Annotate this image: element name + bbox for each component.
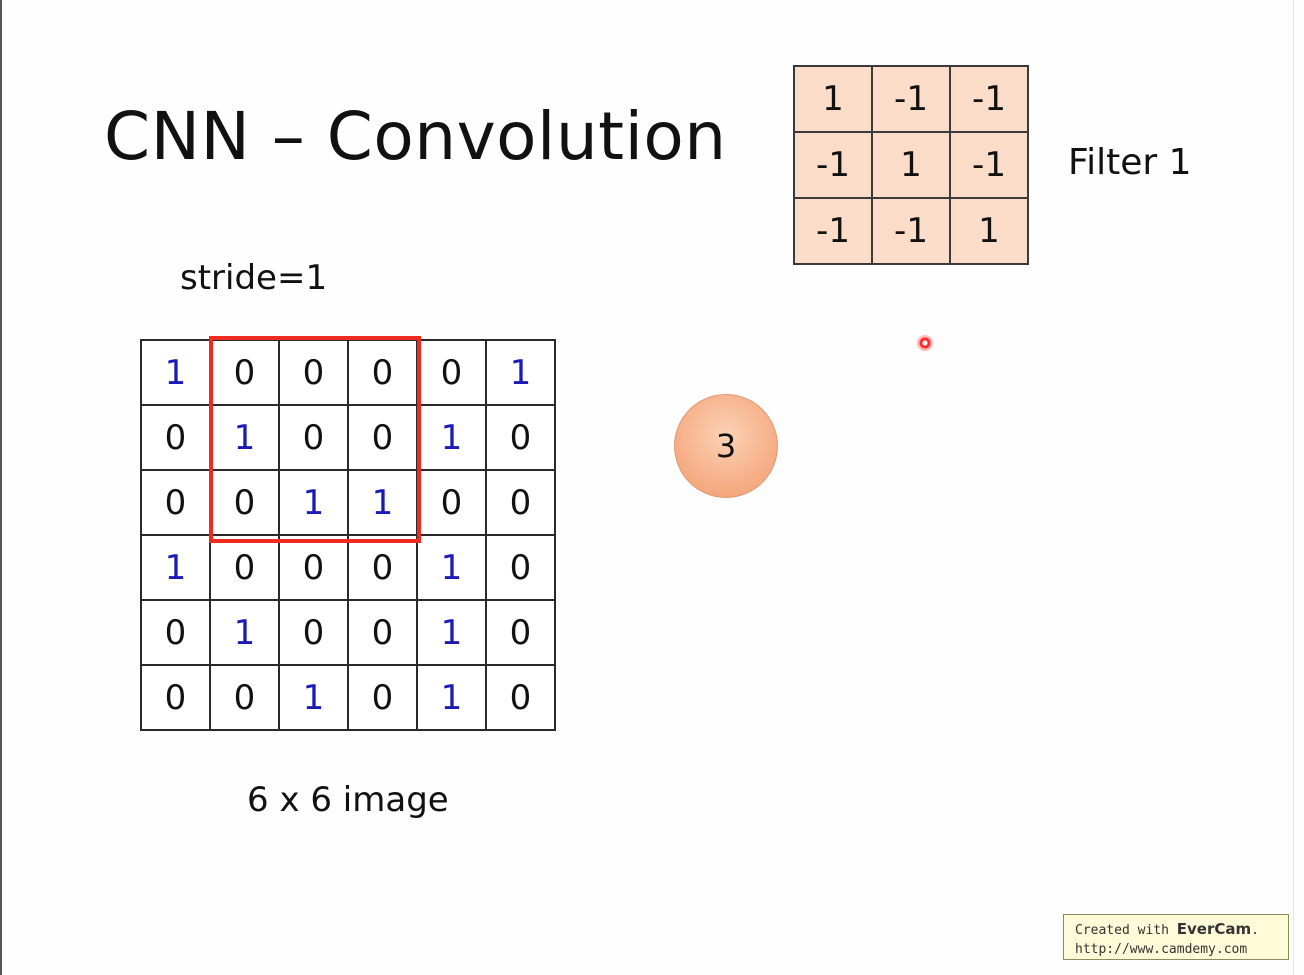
watermark-badge: Created with EverCam. http://www.camdemy… bbox=[1063, 914, 1289, 960]
image-label: 6 x 6 image bbox=[247, 780, 449, 820]
image-cell: 0 bbox=[140, 469, 211, 536]
image-cell: 1 bbox=[209, 404, 280, 471]
filter-label: Filter 1 bbox=[1068, 142, 1192, 183]
watermark-prefix: Created with bbox=[1075, 923, 1177, 938]
image-cell: 1 bbox=[140, 339, 211, 406]
image-cell: 0 bbox=[140, 599, 211, 666]
image-cell: 0 bbox=[485, 599, 556, 666]
image-cell: 1 bbox=[416, 664, 487, 731]
filter-cell: 1 bbox=[793, 65, 873, 133]
image-cell: 0 bbox=[347, 339, 418, 406]
image-cell: 0 bbox=[347, 404, 418, 471]
image-cell: 0 bbox=[416, 469, 487, 536]
image-cell: 0 bbox=[485, 404, 556, 471]
slide-title: CNN – Convolution bbox=[104, 98, 727, 175]
image-cell: 0 bbox=[485, 469, 556, 536]
image-cell: 0 bbox=[485, 534, 556, 601]
image-cell: 0 bbox=[485, 664, 556, 731]
image-cell: 0 bbox=[209, 534, 280, 601]
image-cell: 0 bbox=[209, 469, 280, 536]
image-cell: 0 bbox=[416, 339, 487, 406]
image-cell: 0 bbox=[347, 599, 418, 666]
image-cell: 1 bbox=[140, 534, 211, 601]
filter-cell: -1 bbox=[871, 197, 951, 265]
filter-cell: 1 bbox=[949, 197, 1029, 265]
filter-cell: -1 bbox=[949, 65, 1029, 133]
image-cell: 0 bbox=[278, 404, 349, 471]
image-cell: 0 bbox=[278, 339, 349, 406]
image-cell: 0 bbox=[140, 404, 211, 471]
filter-cell: -1 bbox=[949, 131, 1029, 199]
image-cell: 0 bbox=[278, 599, 349, 666]
convolution-result: 3 bbox=[674, 394, 778, 498]
image-cell: 0 bbox=[209, 664, 280, 731]
image-cell: 0 bbox=[347, 534, 418, 601]
image-cell: 1 bbox=[416, 599, 487, 666]
watermark-url: http://www.camdemy.com bbox=[1075, 942, 1248, 957]
image-cell: 1 bbox=[209, 599, 280, 666]
filter-cell: 1 bbox=[871, 131, 951, 199]
image-cell: 1 bbox=[347, 469, 418, 536]
image-cell: 0 bbox=[278, 534, 349, 601]
watermark-suffix: . bbox=[1251, 923, 1259, 938]
filter-matrix: 1 -1 -1 -1 1 -1 -1 -1 1 bbox=[793, 65, 1029, 265]
filter-cell: -1 bbox=[793, 197, 873, 265]
stride-label: stride=1 bbox=[180, 258, 328, 298]
image-cell: 1 bbox=[278, 469, 349, 536]
watermark-line-1: Created with EverCam. bbox=[1075, 920, 1288, 940]
result-value: 3 bbox=[715, 427, 737, 465]
laser-pointer-icon bbox=[917, 335, 933, 351]
filter-cell: -1 bbox=[871, 65, 951, 133]
image-cell: 1 bbox=[416, 534, 487, 601]
image-cell: 1 bbox=[278, 664, 349, 731]
right-border bbox=[1293, 0, 1294, 975]
image-cell: 0 bbox=[209, 339, 280, 406]
image-cell: 0 bbox=[140, 664, 211, 731]
image-matrix: 1 0 0 0 0 1 0 1 0 0 1 0 0 0 1 1 0 0 1 0 … bbox=[140, 339, 556, 731]
filter-cell: -1 bbox=[793, 131, 873, 199]
image-cell: 1 bbox=[485, 339, 556, 406]
left-border bbox=[0, 0, 2, 975]
image-cell: 0 bbox=[347, 664, 418, 731]
image-cell: 1 bbox=[416, 404, 487, 471]
watermark-brand: EverCam bbox=[1176, 920, 1252, 938]
